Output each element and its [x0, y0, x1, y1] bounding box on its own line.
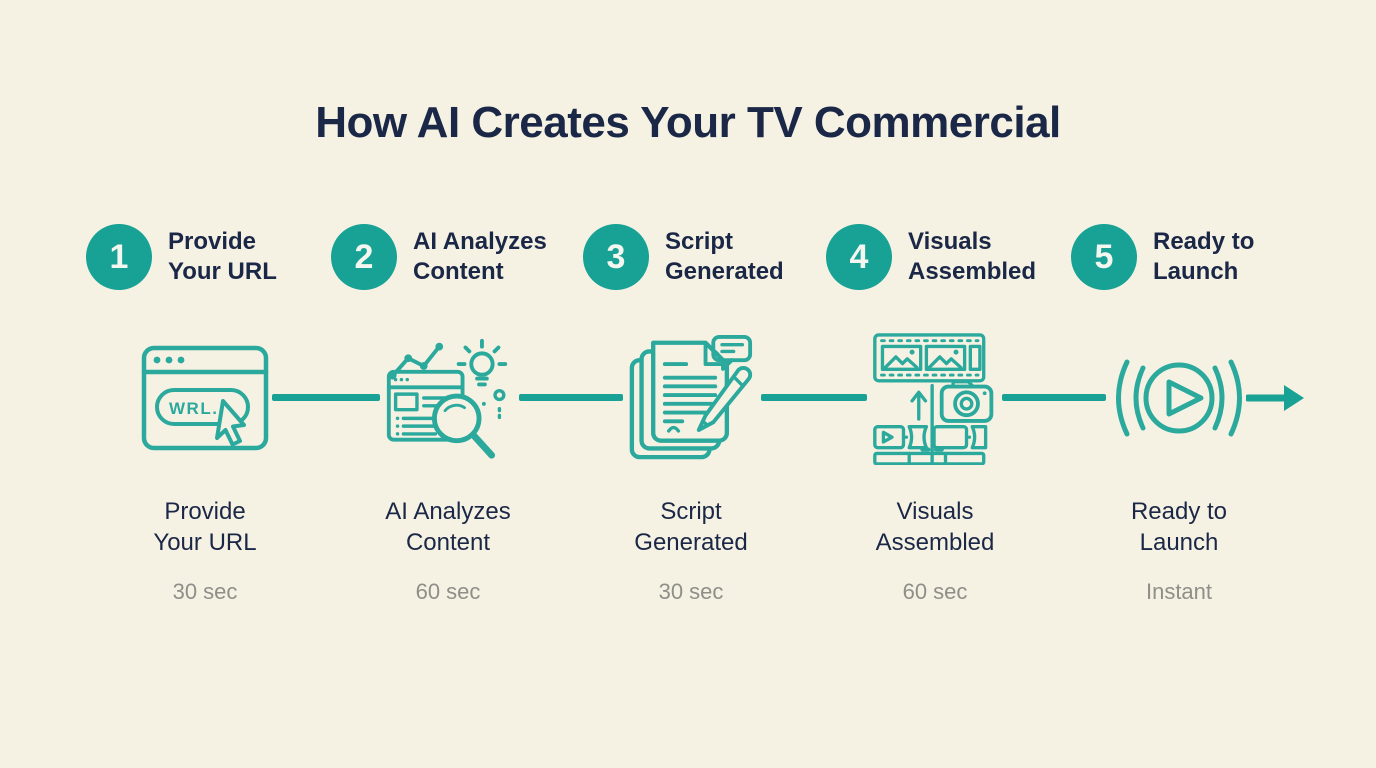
- step-header-2: 2 AI Analyzes Content: [331, 224, 547, 290]
- step-header-label: Ready to Launch: [1153, 227, 1254, 287]
- step-number-badge: 5: [1071, 224, 1137, 290]
- step-header-4: 4 Visuals Assembled: [826, 224, 1036, 290]
- step-header-3: 3 Script Generated: [583, 224, 784, 290]
- step-number-badge: 2: [331, 224, 397, 290]
- step-header-5: 5 Ready to Launch: [1071, 224, 1254, 290]
- step-icon-box-2: [373, 330, 523, 466]
- step-label-3: Script Generated: [569, 496, 813, 558]
- step-time-2: 60 sec: [415, 579, 481, 604]
- label-line: Script: [660, 498, 722, 525]
- label-line: Assembled: [875, 529, 995, 556]
- header-line: Assembled: [908, 258, 1037, 285]
- label-line: Content: [405, 529, 491, 556]
- step-time-5: Instant: [1145, 579, 1213, 604]
- connector-line: [519, 394, 623, 401]
- step-header-label: AI Analyzes Content: [413, 227, 547, 287]
- ready-launch-icon: [1116, 359, 1242, 437]
- flow-arrow-icon: [1246, 385, 1304, 411]
- step-number-badge: 1: [86, 224, 152, 290]
- header-line: Visuals: [908, 228, 992, 255]
- step-header-label: Script Generated: [665, 227, 784, 287]
- step-time-3: 30 sec: [658, 579, 724, 604]
- script-generated-icon: [629, 335, 753, 460]
- label-line: AI Analyzes: [385, 498, 511, 525]
- step-header-label: Visuals Assembled: [908, 227, 1036, 287]
- step-icon-box-5: [1096, 330, 1262, 466]
- step-time-1: 30 sec: [172, 579, 238, 604]
- connector-line: [1002, 394, 1106, 401]
- url-text: WRL.: [169, 399, 218, 418]
- step-label-5: Ready to Launch: [1057, 496, 1301, 558]
- analyze-content-icon: [386, 338, 508, 459]
- step-number-badge: 4: [826, 224, 892, 290]
- step-label-4: Visuals Assembled: [813, 496, 1057, 558]
- header-line: Provide: [168, 228, 257, 255]
- label-line: Provide: [164, 498, 246, 525]
- connector-line: [272, 394, 380, 401]
- header-line: Content: [413, 258, 504, 285]
- step-number-badge: 3: [583, 224, 649, 290]
- header-line: Launch: [1153, 258, 1239, 285]
- header-line: Ready to: [1153, 228, 1255, 255]
- browser-url-icon: WRL.: [141, 345, 269, 451]
- label-line: Generated: [634, 529, 748, 556]
- label-line: Visuals: [896, 498, 974, 525]
- label-line: Launch: [1139, 529, 1219, 556]
- step-label-2: AI Analyzes Content: [326, 496, 570, 558]
- label-line: Your URL: [153, 529, 257, 556]
- header-line: AI Analyzes: [413, 228, 547, 255]
- step-label-1: Provide Your URL: [83, 496, 327, 558]
- header-line: Generated: [665, 258, 784, 285]
- label-line: Ready to: [1130, 498, 1228, 525]
- page-title: How AI Creates Your TV Commercial: [315, 98, 1061, 147]
- step-header-label: Provide Your URL: [168, 227, 277, 287]
- header-line: Script: [665, 228, 734, 255]
- header-line: Your URL: [168, 258, 277, 285]
- step-header-1: 1 Provide Your URL: [86, 224, 277, 290]
- visuals-assembled-icon: [873, 333, 994, 465]
- step-icon-box-3: [616, 330, 766, 466]
- step-time-4: 60 sec: [902, 579, 968, 604]
- step-icon-box-4: [860, 330, 1010, 466]
- step-icon-box-1: WRL.: [130, 330, 280, 466]
- connector-line: [761, 394, 867, 401]
